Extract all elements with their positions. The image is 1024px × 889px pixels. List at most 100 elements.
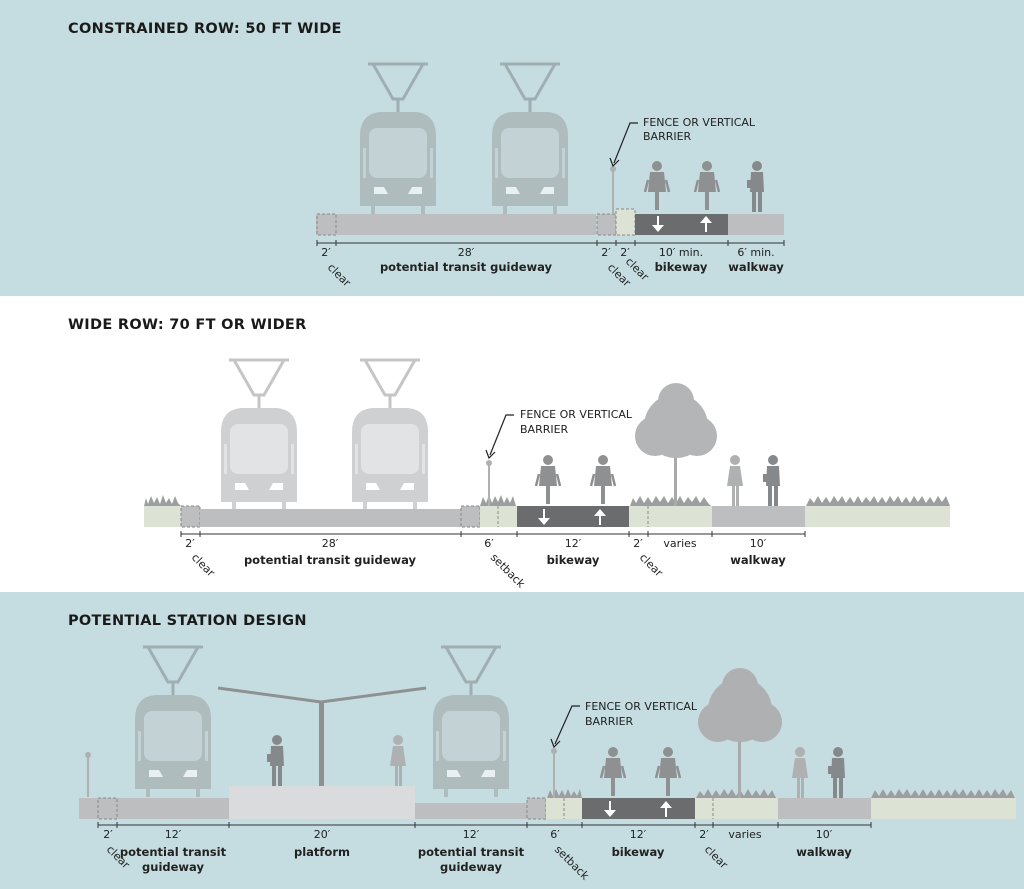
- dimension-label: platform: [294, 845, 350, 859]
- section-title: WIDE ROW: 70 FT OR WIDER: [68, 317, 307, 333]
- section-title: POTENTIAL STATION DESIGN: [68, 613, 307, 629]
- arrow-up-icon: [660, 801, 672, 817]
- clear-zone: [526, 797, 547, 820]
- grass-icon: [630, 496, 711, 506]
- dimension-value: 2′: [699, 828, 709, 841]
- dimension-label: bikeway: [547, 553, 600, 567]
- guideway-segment: [415, 803, 527, 819]
- dimension-value: varies: [728, 828, 762, 841]
- train-icon: [358, 62, 438, 216]
- train-icon: [490, 62, 570, 216]
- station-design-panel: POTENTIAL STATION DESIGN: [0, 592, 1024, 889]
- tree-icon: [635, 383, 717, 506]
- cyclist-icon: [643, 159, 671, 212]
- green-strip: [871, 798, 1016, 819]
- dimension-value: 28′: [458, 246, 475, 259]
- planting-segment: [629, 506, 712, 527]
- dimension-value: 12′: [565, 537, 582, 550]
- green-strip: [805, 506, 950, 527]
- clear-zone: [596, 213, 617, 236]
- bikeway-segment: [517, 506, 629, 527]
- dimension-value: 2′: [185, 537, 195, 550]
- constrained-row-panel: CONSTRAINED ROW: 50 FT WIDE: [0, 0, 1024, 296]
- dimension-value: 2′: [633, 537, 643, 550]
- dimension-label: walkway: [728, 260, 784, 274]
- station-design-diagram: FENCE OR VERTICAL BARRIER 2′ 12′ 20′ 12′…: [79, 645, 1016, 883]
- pedestrian-icon: [747, 161, 764, 212]
- cyclist-icon: [654, 745, 682, 798]
- dimension-label: bikeway: [655, 260, 708, 274]
- dimension-value: 12′: [463, 828, 480, 841]
- platform-segment: [229, 786, 415, 819]
- grass-icon: [806, 496, 950, 506]
- section-title: CONSTRAINED ROW: 50 FT WIDE: [68, 21, 342, 37]
- callout-arrow-icon: [554, 705, 580, 745]
- callout-label: BARRIER: [643, 130, 692, 143]
- dimension-label-rotated: clear: [189, 551, 218, 580]
- callout-label: FENCE OR VERTICAL: [585, 700, 698, 713]
- dimension-value: 2′: [321, 246, 331, 259]
- guideway-segment: [79, 798, 229, 819]
- dimension-label-rotated: clear: [637, 551, 666, 580]
- arrow-up-icon: [700, 216, 712, 232]
- grass-icon: [696, 789, 776, 798]
- pedestrian-icon: [763, 455, 780, 506]
- dimension-label: bikeway: [612, 845, 665, 859]
- wide-row-panel: WIDE ROW: 70 FT OR WIDER: [0, 296, 1024, 592]
- dimension-label: walkway: [730, 553, 786, 567]
- walkway-segment: [778, 798, 871, 819]
- tree-icon: [698, 668, 782, 798]
- walkway-segment: [712, 506, 805, 527]
- dimension-label-rotated: clear: [325, 261, 354, 290]
- dimension-value: 10′: [816, 828, 833, 841]
- arrow-up-icon: [594, 509, 606, 525]
- train-icon: [133, 645, 213, 799]
- dimension-value: 12′: [630, 828, 647, 841]
- callout-label: BARRIER: [585, 715, 634, 728]
- callout-label: BARRIER: [520, 423, 569, 436]
- clear-zone: [180, 505, 201, 528]
- train-icon: [431, 645, 511, 799]
- arrow-down-icon: [538, 509, 550, 525]
- dimension-label: walkway: [796, 845, 852, 859]
- dimension-value: 12′: [165, 828, 182, 841]
- cyclist-icon: [693, 159, 721, 212]
- walkway-segment: [728, 214, 784, 235]
- dimension-label: potential transit guideway: [244, 553, 417, 567]
- train-icon: [350, 358, 430, 512]
- callout-label: FENCE OR VERTICAL: [643, 116, 756, 129]
- bikeway-segment: [635, 214, 728, 235]
- grass-icon: [547, 789, 582, 798]
- planting-segment: [695, 798, 778, 819]
- grass-icon: [871, 789, 1015, 798]
- pedestrian-icon: [828, 747, 845, 798]
- dimension-label-rotated: setback: [488, 551, 528, 591]
- constrained-row-diagram: FENCE OR VERTICAL BARRIER 2′ 28′ 2′ 2′ 1…: [316, 62, 785, 290]
- pedestrian-icon: [267, 735, 284, 786]
- clear-zone-green: [615, 208, 636, 236]
- pedestrian-icon: [792, 747, 808, 798]
- dimension-label-rotated: clear: [702, 843, 731, 872]
- dimension-label: potential transit guideway: [380, 260, 553, 274]
- dimension-value: 2′: [103, 828, 113, 841]
- callout-label: FENCE OR VERTICAL: [520, 408, 633, 421]
- dimension-value: 10′ min.: [659, 246, 703, 259]
- dimension-value: 2′: [601, 246, 611, 259]
- dimension-value: 6′ min.: [737, 246, 774, 259]
- callout-arrow-icon: [613, 122, 638, 164]
- guideway-segment: [316, 214, 596, 235]
- dimension-value: 28′: [322, 537, 339, 550]
- arrow-down-icon: [652, 216, 664, 232]
- dimension-value: 6′: [484, 537, 494, 550]
- bikeway-segment: [582, 798, 695, 819]
- platform-canopy-icon: [217, 686, 427, 787]
- arrow-down-icon: [604, 801, 616, 817]
- dimension-value: 2′: [620, 246, 630, 259]
- cyclist-icon: [589, 453, 617, 506]
- clear-zone: [460, 505, 481, 528]
- dimension-value: 6′: [550, 828, 560, 841]
- dimension-value: 20′: [314, 828, 331, 841]
- pedestrian-icon: [727, 455, 743, 506]
